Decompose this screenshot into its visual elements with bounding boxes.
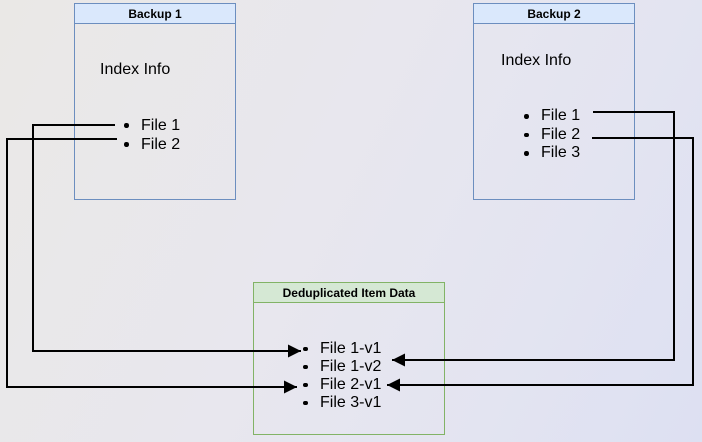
list-item: File 3-v1	[303, 394, 381, 412]
bullet-dot	[524, 151, 529, 156]
list-item: File 1-v2	[303, 358, 381, 376]
backup1-header: Backup 1	[75, 4, 235, 24]
backup1-file-list: File 1 File 2	[124, 116, 180, 154]
backup2-title: Backup 2	[527, 7, 581, 21]
bullet-dot	[124, 123, 129, 128]
backup1-file-2-label: File 2	[141, 135, 181, 153]
list-item: File 1	[524, 107, 580, 126]
backup1-box: Backup 1 Index Info File 1 File 2	[74, 3, 236, 200]
dedup-file-2v1-label: File 2-v1	[320, 376, 382, 393]
bullet-dot	[303, 364, 308, 370]
backup1-index-info-label: Index Info	[100, 61, 171, 78]
bullet-dot	[124, 142, 129, 147]
backup2-file-3-label: File 3	[541, 144, 581, 162]
backup1-title: Backup 1	[128, 7, 182, 21]
dedup-header: Deduplicated Item Data	[254, 283, 444, 303]
list-item: File 2	[124, 135, 180, 154]
list-item: File 2-v1	[303, 376, 381, 394]
backup2-header: Backup 2	[474, 4, 634, 24]
dedup-title: Deduplicated Item Data	[282, 286, 416, 300]
dedup-box: Deduplicated Item Data File 1-v1 File 1-…	[253, 282, 445, 435]
bullet-dot	[303, 400, 308, 406]
backup2-file-2-label: File 2	[541, 125, 581, 143]
list-item: File 2	[524, 126, 580, 145]
dedup-file-1v2-label: File 1-v2	[320, 358, 382, 375]
bullet-dot	[303, 346, 308, 352]
backup2-index-info-label: Index Info	[501, 52, 572, 69]
list-item: File 1-v1	[303, 340, 381, 358]
backup2-file-list: File 1 File 2 File 3	[524, 107, 580, 163]
backup2-file-1-label: File 1	[541, 107, 581, 125]
list-item: File 1	[124, 116, 180, 135]
bullet-dot	[303, 382, 308, 388]
dedup-file-1v1-label: File 1-v1	[320, 340, 382, 357]
bullet-dot	[524, 132, 529, 137]
bullet-dot	[524, 114, 529, 119]
list-item: File 3	[524, 144, 580, 163]
dedup-file-3v1-label: File 3-v1	[320, 394, 382, 411]
backup2-box: Backup 2 Index Info File 1 File 2 File 3	[473, 3, 635, 200]
backup1-file-1-label: File 1	[141, 116, 181, 134]
dedup-item-list: File 1-v1 File 1-v2 File 2-v1 File 3-v1	[303, 340, 381, 412]
